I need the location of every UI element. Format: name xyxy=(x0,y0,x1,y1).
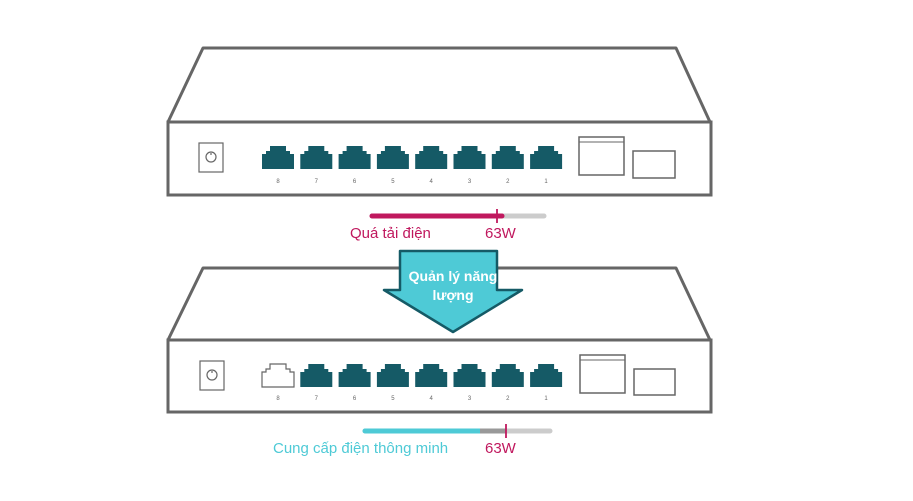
port-number: 1 xyxy=(544,396,548,402)
port-row: 8 7 6 5 4 3 2 1 xyxy=(261,363,563,402)
down-arrow-icon xyxy=(382,249,524,334)
sfp-slot xyxy=(633,368,676,396)
port-unpowered xyxy=(261,363,295,388)
top-limit-label: 63W xyxy=(485,225,516,242)
sfp-slot xyxy=(579,354,626,394)
port-number: 2 xyxy=(506,179,510,185)
port-number: 5 xyxy=(391,179,395,185)
power-jack xyxy=(199,360,225,391)
overload-label: Quá tải điện xyxy=(350,225,431,242)
port-powered xyxy=(415,364,448,387)
smart-power-label: Cung cấp điện thông minh xyxy=(273,440,449,457)
port-powered xyxy=(300,364,333,387)
port-powered xyxy=(453,364,486,387)
sfp-slot xyxy=(578,136,625,176)
port-number: 6 xyxy=(353,179,357,185)
port-powered xyxy=(338,146,371,169)
top-switch-lid xyxy=(166,46,712,123)
sfp-slot xyxy=(632,150,676,179)
port-powered xyxy=(453,146,486,169)
bottom-power-bar xyxy=(362,424,553,438)
port-number: 3 xyxy=(468,179,472,185)
energy-management-label: Quản lý năng lượng xyxy=(398,267,508,305)
top-switch: 8 7 6 5 4 3 2 1 xyxy=(166,46,713,197)
port-number: 4 xyxy=(430,396,434,402)
bottom-limit-label: 63W xyxy=(485,440,516,457)
port-number: 7 xyxy=(315,396,319,402)
port-powered xyxy=(491,364,524,387)
port-number: 4 xyxy=(430,179,434,185)
energy-management-label-line1: Quản lý năng xyxy=(408,268,498,284)
port-powered xyxy=(376,364,409,387)
port-powered xyxy=(300,146,333,169)
port-powered xyxy=(415,146,448,169)
port-powered xyxy=(530,364,563,387)
port-powered xyxy=(262,146,294,169)
port-powered xyxy=(376,146,409,169)
top-power-bar xyxy=(369,209,547,223)
port-powered xyxy=(338,364,371,387)
energy-management-label-line2: lượng xyxy=(432,287,474,303)
port-number: 8 xyxy=(276,179,280,185)
port-number: 7 xyxy=(315,179,319,185)
port-number: 8 xyxy=(276,396,280,402)
port-powered xyxy=(530,146,563,169)
port-number: 6 xyxy=(353,396,357,402)
port-number: 1 xyxy=(544,179,548,185)
port-number: 3 xyxy=(468,396,472,402)
port-number: 5 xyxy=(391,396,395,402)
port-powered xyxy=(491,146,524,169)
power-jack xyxy=(198,142,224,173)
port-number: 2 xyxy=(506,396,510,402)
port-row: 8 7 6 5 4 3 2 1 xyxy=(262,146,563,185)
